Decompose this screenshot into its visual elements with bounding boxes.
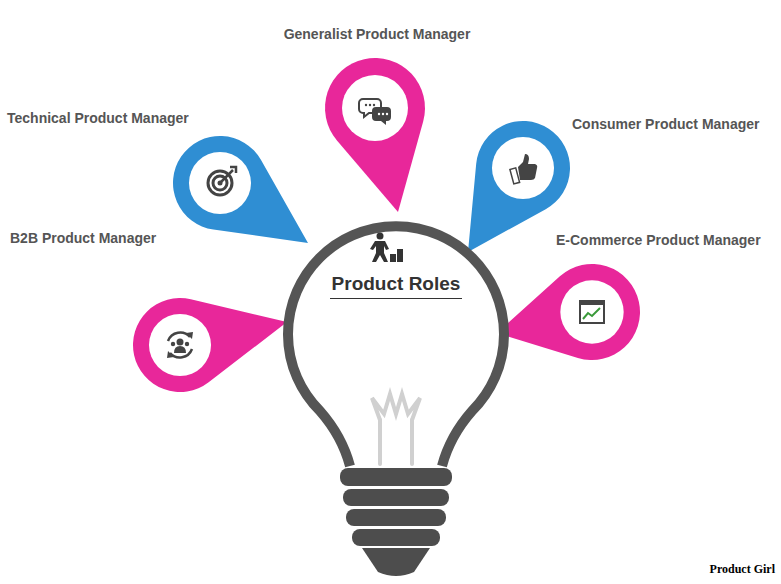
role-icon [580,301,604,323]
lightbulb [288,226,504,576]
base-band [352,529,440,546]
pin-shape [497,264,640,360]
pin-hole [342,75,408,141]
role-label: Consumer Product Manager [572,116,759,133]
cycle-arrows [168,333,192,358]
role-icon [510,154,537,184]
node-text: B2B Product Manager [10,230,156,247]
pin-shape [133,298,287,392]
pin-shape [468,121,570,252]
pin-hole [189,152,251,214]
chart-window [580,301,604,323]
cycle-heads [167,332,193,358]
bulb-base [340,468,452,576]
role-icon [167,332,193,358]
person-head [171,342,175,346]
pin-shape [325,58,425,212]
node-text: Technical Product Manager [7,110,189,127]
role-label: Generalist Product Manager [284,26,471,43]
role-pin [468,121,570,252]
role-icon [208,167,236,195]
chart-titlebar [580,301,604,305]
pin-hole [492,137,554,199]
icon-bar [390,254,396,262]
filament-stem [380,420,412,464]
node-text: Consumer Product Manager [572,116,759,133]
chat-bubble [372,107,391,125]
person-head [185,342,189,346]
base-tip [362,548,430,576]
bulb-filament [372,394,420,464]
bulb-title: Product Roles [330,273,463,299]
icon-person [370,241,389,262]
role-pin [173,136,308,243]
icon-head [377,233,384,240]
role-label: Technical Product Manager [7,110,189,127]
chat-dot [386,113,388,115]
person-head [177,339,184,346]
thumb-hand [518,154,537,180]
node-text: E-Commerce Product Manager [556,232,761,249]
role-label: E-Commerce Product Manager [556,232,761,249]
chart-line [583,308,600,319]
person-body [174,346,186,353]
pin-hole [560,280,623,343]
base-band [343,489,449,506]
icon-bar [397,249,403,262]
filament-coil [372,394,420,420]
role-pin [133,298,287,392]
pin-shape [173,136,308,243]
chat-dot [382,113,384,115]
target-arrow [220,167,236,183]
node-text: Generalist Product Manager [284,26,471,43]
thumb-cuff [510,168,520,184]
chat-dot [369,104,371,106]
role-pin [325,58,425,212]
roles-icon [370,233,403,263]
base-band [346,509,446,526]
chat-dot [373,104,375,106]
chat-dot [365,104,367,106]
base-band [340,468,452,486]
role-pin [497,264,640,360]
bulb-glass [288,226,504,466]
pin-hole [149,314,211,376]
role-icon [359,99,391,125]
role-label: B2B Product Manager [10,230,156,247]
chat-dot [378,113,380,115]
watermark: Product Girl [710,562,775,577]
node-text: Product Roles [330,273,463,299]
